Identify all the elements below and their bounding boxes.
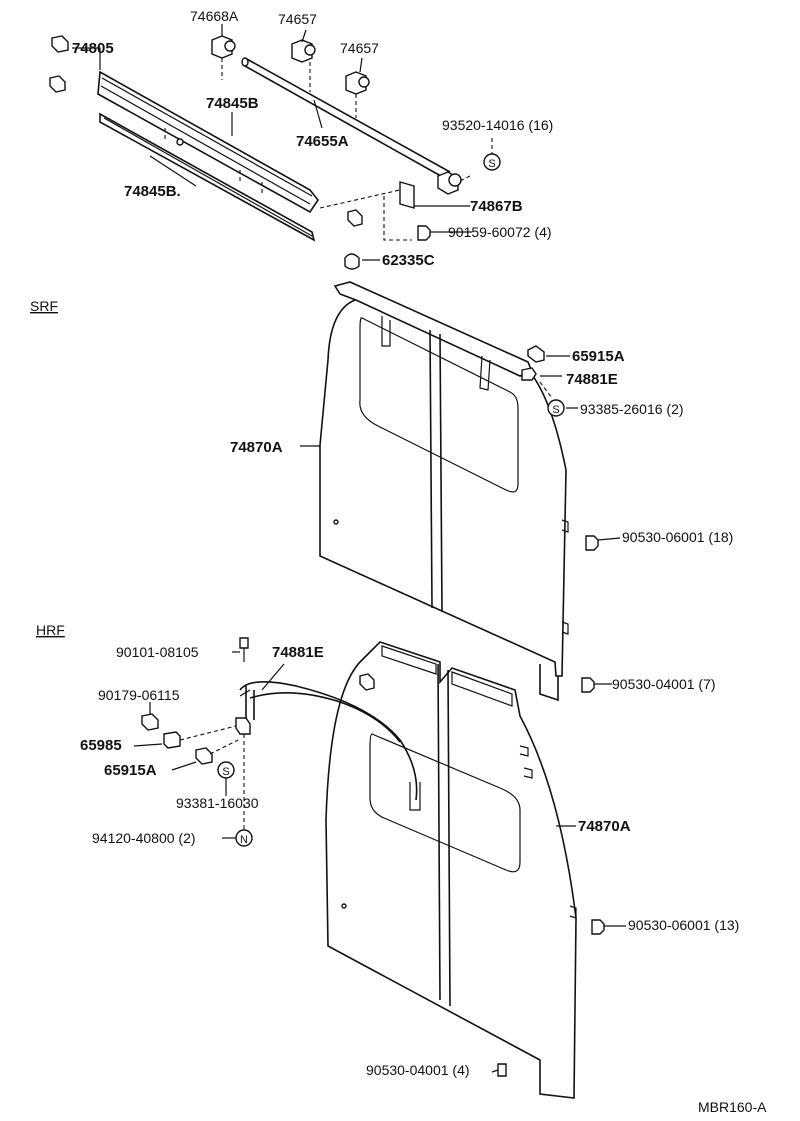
hrf-roof-rail <box>239 681 418 801</box>
bracket-65985 <box>163 731 181 749</box>
label-90101: 90101-08105 <box>116 644 199 660</box>
diagram-code: MBR160-A <box>698 1099 767 1115</box>
label-74881e-srf: 74881E <box>566 371 618 388</box>
bolt-90101 <box>239 637 249 649</box>
hrf-window <box>369 733 521 873</box>
clip-62335c <box>344 253 360 270</box>
screw-90530-04001-7 <box>581 677 595 693</box>
screw-90530-04001-4 <box>497 1063 507 1077</box>
label-90530-06001-13: 90530-06001 (13) <box>628 917 739 933</box>
label-74870a-hrf: 74870A <box>578 818 631 835</box>
label-90530-04001-7: 90530-04001 (7) <box>612 676 716 692</box>
rail-lower <box>99 112 316 242</box>
label-74668a: 74668A <box>190 8 239 24</box>
svg-text:N: N <box>240 834 248 846</box>
label-74657-b: 74657 <box>340 40 379 56</box>
label-93520: 93520-14016 (16) <box>442 117 553 133</box>
nut-90179 <box>141 713 159 731</box>
screw-90530-06001-13 <box>591 919 605 935</box>
rod-74655a <box>244 57 451 173</box>
label-62335c: 62335C <box>382 252 435 269</box>
section-label-hrf: HRF <box>36 622 65 638</box>
clip-74805-upper <box>51 35 69 53</box>
label-90530-06001-18: 90530-06001 (18) <box>622 529 733 545</box>
clip-65915a-hrf <box>195 747 213 765</box>
svg-text:S: S <box>488 158 495 170</box>
part-labels: 74668A 74657 74657 74805 74845B 74655A 9… <box>72 8 767 1115</box>
label-74657-a: 74657 <box>278 11 317 27</box>
label-93385: 93385-26016 (2) <box>580 401 684 417</box>
top-rail-assembly: S <box>49 35 501 270</box>
label-93381: 93381-16030 <box>176 795 259 811</box>
hrf-panel-group: HRF S N <box>36 622 605 1099</box>
label-74655a: 74655A <box>296 133 349 150</box>
bracket-74867b <box>399 181 415 209</box>
svg-text:S: S <box>222 766 229 778</box>
label-90159: 90159-60072 (4) <box>448 224 552 240</box>
srf-window <box>359 317 519 493</box>
label-74870a-srf: 74870A <box>230 439 283 456</box>
bolt-90159 <box>417 225 431 241</box>
label-65915a-hrf: 65915A <box>104 762 157 779</box>
clip-74805-lower <box>49 75 66 93</box>
rail-upper <box>97 70 319 214</box>
screw-90530-06001-srf <box>585 535 599 551</box>
srf-panel-group: SRF S <box>30 281 599 702</box>
srf-door-panel <box>319 299 567 677</box>
label-74845b-upper: 74845B <box>206 95 259 112</box>
label-94120: 94120-40800 (2) <box>92 830 196 846</box>
clip-65915a-srf <box>527 345 545 363</box>
srf-top-rail <box>333 281 534 377</box>
label-90179: 90179-06115 <box>98 687 180 703</box>
label-74867b: 74867B <box>470 198 523 215</box>
label-65985: 65985 <box>80 737 122 754</box>
label-74881e-hrf: 74881E <box>272 644 324 661</box>
label-74845b-lower: 74845B. <box>124 183 181 200</box>
s-symbol-93385 <box>547 399 565 417</box>
label-74805: 74805 <box>72 40 114 57</box>
section-label-srf: SRF <box>30 298 58 314</box>
svg-text:S: S <box>552 404 559 416</box>
label-90530-04001-4: 90530-04001 (4) <box>366 1062 470 1078</box>
label-65915a-srf: 65915A <box>572 348 625 365</box>
